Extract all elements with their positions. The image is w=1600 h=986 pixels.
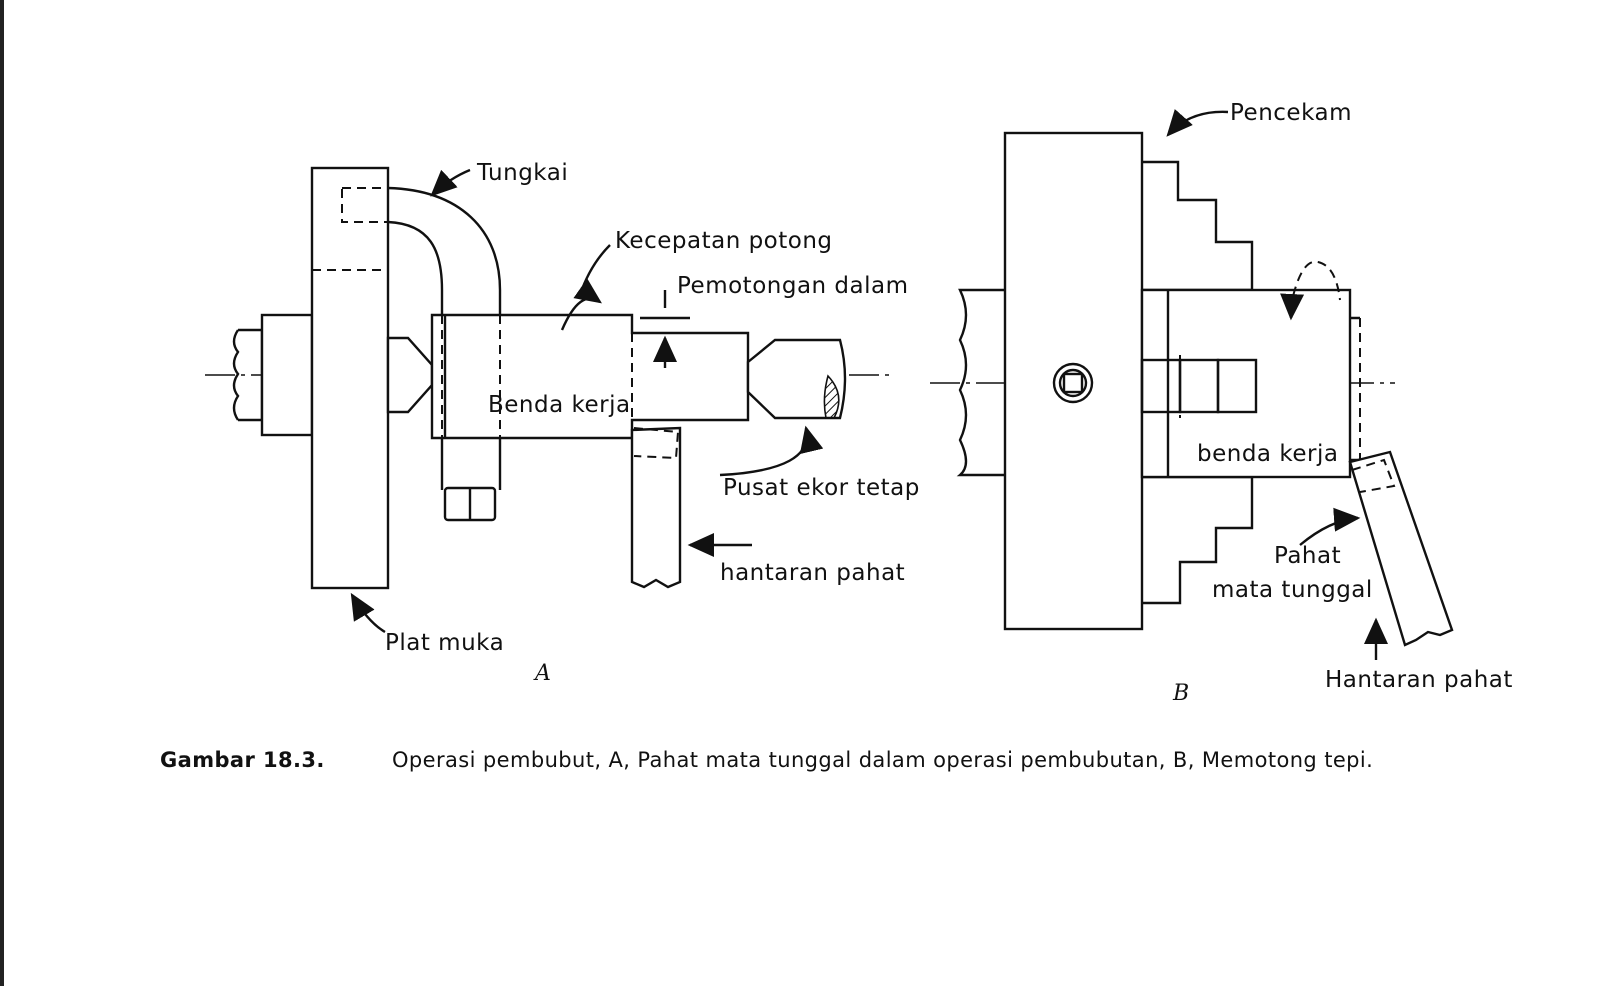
leader-pencekam xyxy=(1166,109,1229,137)
label-tungkai: Tungkai xyxy=(476,160,568,186)
spindle-stub-b xyxy=(956,288,1005,477)
chuck-jaw-upper xyxy=(1142,160,1254,292)
label-pencekam: Pencekam xyxy=(1230,100,1352,126)
face-plate xyxy=(310,166,390,590)
leader-plat-muka xyxy=(350,592,386,634)
label-hantaran-pahat-b: Hantaran pahat xyxy=(1325,667,1513,693)
chuck-body xyxy=(1003,131,1144,631)
headstock-center xyxy=(386,336,434,414)
chuck-jaw-lower xyxy=(1142,475,1254,605)
label-pahat: Pahat xyxy=(1274,543,1341,569)
leader-tungkai xyxy=(430,168,471,197)
label-kecepatan-potong: Kecepatan potong xyxy=(615,228,833,254)
caption-text: Operasi pembubut, A, Pahat mata tunggal … xyxy=(392,748,1374,772)
workpiece-a xyxy=(430,313,750,440)
rotation-arrow xyxy=(1289,260,1341,311)
leader-pusat-ekor xyxy=(719,425,824,477)
figure-caption: Gambar 18.3. Operasi pembubut, A, Pahat m… xyxy=(160,744,1540,777)
leader-pahat xyxy=(1299,507,1361,546)
label-pemotongan-dalam: Pemotongan dalam xyxy=(677,273,909,299)
label-benda-kerja-b: benda kerja xyxy=(1197,441,1338,467)
panel-a: Tungkai Kecepatan potong Pemotongan dala… xyxy=(205,160,920,686)
leader-kecepatan xyxy=(578,244,611,296)
label-mata-tunggal: mata tunggal xyxy=(1212,577,1373,603)
cutting-tool-b xyxy=(1348,450,1454,647)
chuck-key-socket xyxy=(1052,362,1094,404)
label-pusat-ekor-tetap: Pusat ekor tetap xyxy=(723,475,920,501)
panel-b: Pencekam benda kerja Pahat mata tunggal … xyxy=(930,100,1513,706)
tailstock-center xyxy=(746,338,847,420)
label-plat-muka: Plat muka xyxy=(385,630,504,656)
cutting-tool-a xyxy=(630,426,682,589)
label-hantaran-pahat-a: hantaran pahat xyxy=(720,560,905,586)
panel-label-b: B xyxy=(1172,681,1189,706)
label-benda-kerja-a: Benda kerja xyxy=(488,392,631,418)
spindle-hub xyxy=(260,313,314,437)
driving-dog-arm xyxy=(387,186,502,490)
caption-number: Gambar 18.3. xyxy=(160,748,325,772)
page-edge xyxy=(0,0,4,986)
panel-label-a: A xyxy=(533,661,551,686)
